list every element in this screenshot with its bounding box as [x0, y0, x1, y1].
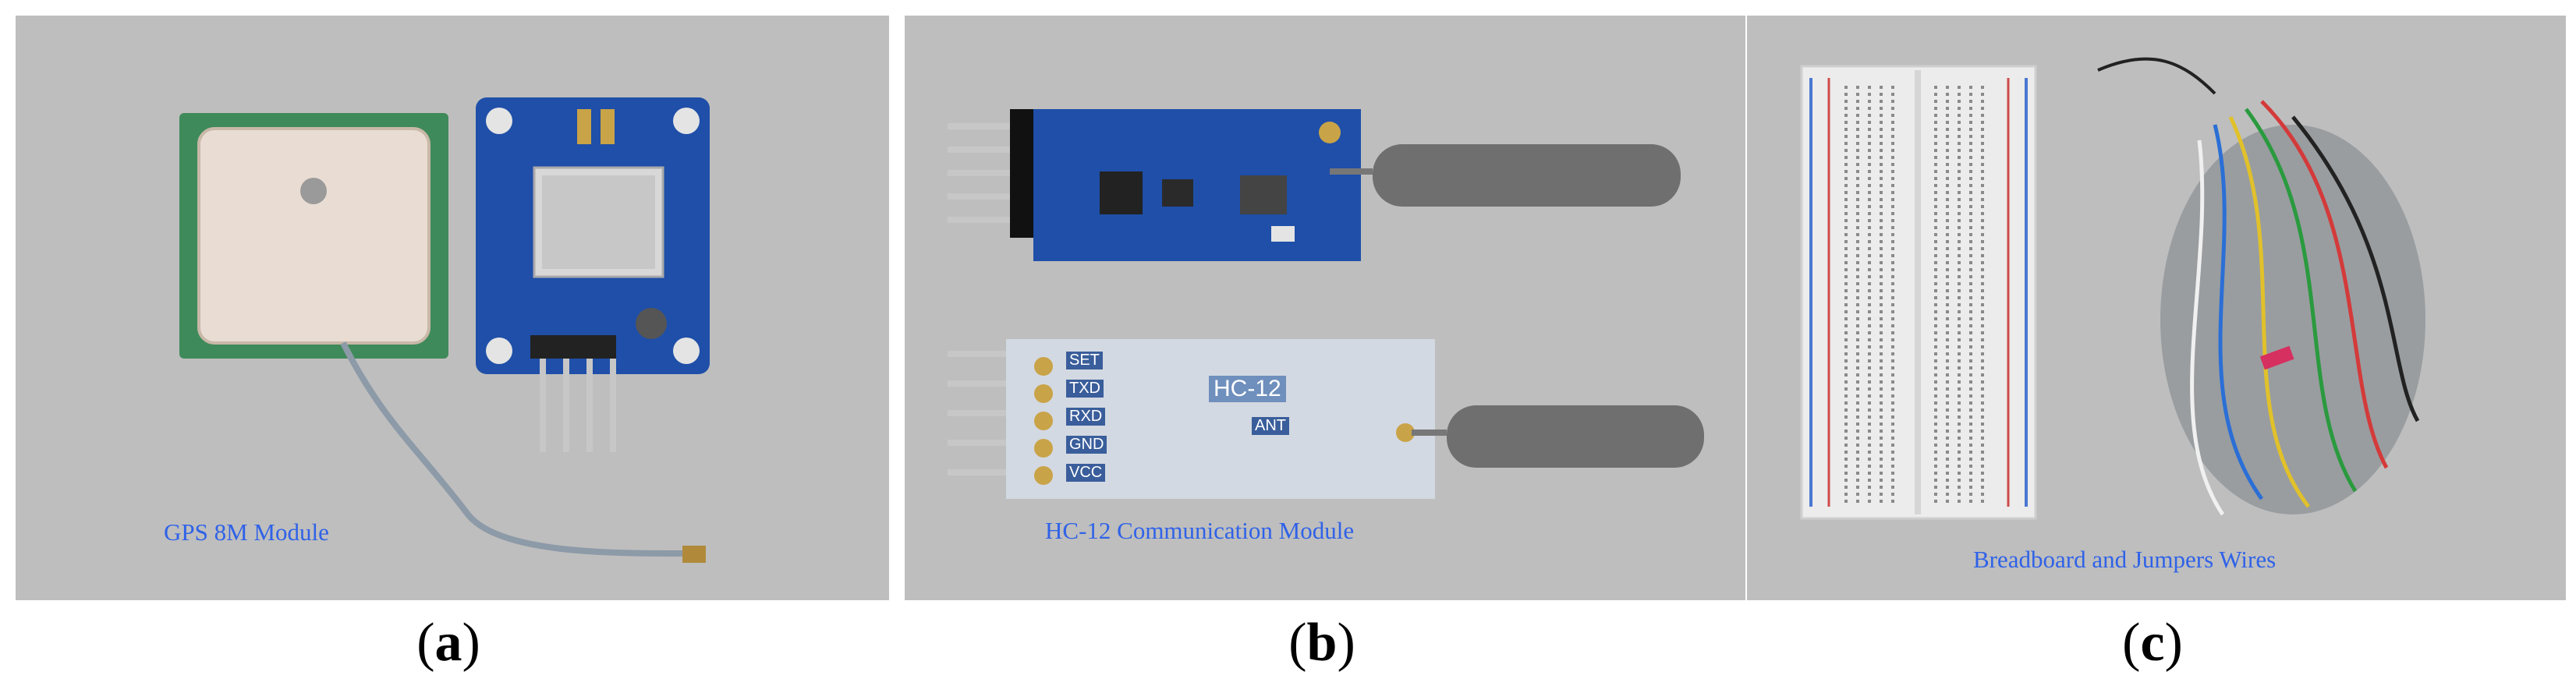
pin-label-rxd: RXD	[1066, 408, 1106, 426]
breadboard-holes	[1844, 86, 1984, 503]
ant-label: ANT	[1252, 417, 1289, 435]
breadboard-photo	[1800, 57, 2425, 520]
caption-breadboard: Breadboard and Jumpers Wires	[1973, 546, 2277, 573]
ufl-connector	[682, 546, 706, 563]
subfigure-label-c: (c)	[2122, 613, 2183, 673]
hc12-name-label: HC-12	[1209, 376, 1286, 402]
antenna-pin	[300, 178, 327, 204]
pins-top	[948, 109, 1033, 238]
caption-hc12: HC-12 Communication Module	[1045, 517, 1355, 544]
antenna-cable	[340, 341, 687, 557]
pin-label-txd: TXD	[1066, 380, 1104, 398]
pins-bottom	[948, 351, 1026, 476]
spring-antenna-top	[1373, 144, 1681, 207]
panel-gps: GPS 8M Module	[16, 16, 889, 600]
pin-label-vcc: VCC	[1066, 464, 1106, 482]
panel-breadboard: Breadboard and Jumpers Wires	[1747, 16, 2566, 600]
caption-gps: GPS 8M Module	[164, 518, 329, 546]
subfigure-label-a: (a)	[416, 613, 480, 673]
pin-label-gnd: GND	[1066, 436, 1107, 454]
spring-antenna-bottom	[1447, 405, 1704, 468]
hc12-photo	[948, 109, 1704, 499]
panel-hc12: SET TXD RXD GND VCC HC-12 ANT HC-12 Comm…	[905, 16, 1745, 600]
hc12-board-top	[1033, 109, 1361, 261]
gps-photo	[179, 97, 710, 563]
patch-antenna	[197, 127, 431, 345]
jumper-wire-bundle	[2097, 57, 2425, 516]
subfigure-label-b: (b)	[1288, 613, 1355, 673]
pin-label-set: SET	[1066, 352, 1103, 369]
